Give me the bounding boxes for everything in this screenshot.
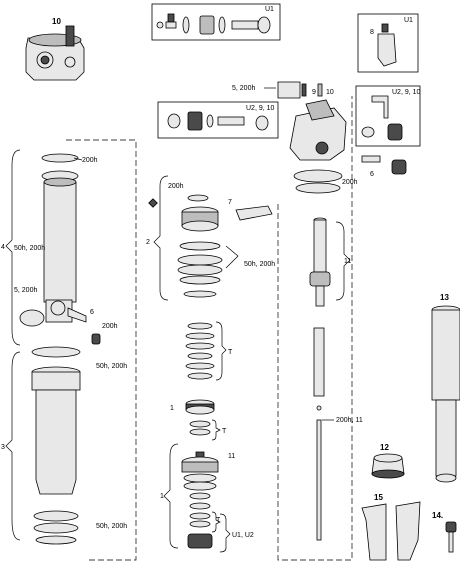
callout-11-shaft: 11 — [344, 258, 351, 265]
callout-u2-mid: U2, 9, 10 — [246, 105, 275, 112]
callout-50h-200h-bottom: 50h, 200h — [96, 523, 127, 530]
top-kit-parts — [156, 13, 271, 35]
callout-50h-200h-damper: 50h, 200h — [244, 261, 275, 268]
callout-200h-damper: 200h — [168, 183, 184, 190]
damper-shaft — [309, 217, 331, 541]
callout-u1-right: U1 — [404, 17, 413, 24]
callout-5-200h-left: 5, 200h — [14, 287, 37, 294]
callout-13: 13 — [440, 293, 449, 302]
dashed-frame-left — [66, 139, 137, 561]
callout-200h-11: 200h, 11 — [336, 417, 363, 424]
bushing-5-top — [277, 81, 301, 99]
part-8 — [377, 23, 397, 67]
part-9 — [301, 83, 307, 97]
callout-1-upper: 1 — [170, 405, 174, 412]
right-kit-parts — [361, 95, 403, 141]
part-12-nut — [371, 453, 405, 479]
part-13-tube — [431, 305, 460, 483]
outer-canister — [31, 346, 81, 545]
callout-u2-right: U2, 9, 10 — [392, 89, 421, 96]
callout-6-left: 6 — [90, 309, 94, 316]
shaft-eyelet — [289, 99, 347, 194]
right-kit-box-u1 — [357, 13, 419, 73]
callout-10-right: 10 — [326, 89, 334, 96]
callout-8: 8 — [370, 29, 374, 36]
mid-kit-box — [157, 101, 279, 139]
callout-3: 3 — [1, 444, 5, 451]
base-valve-stack — [181, 451, 219, 549]
mid-kit-parts — [167, 111, 269, 131]
callout-9: 9 — [312, 89, 316, 96]
piston-head-assembly — [25, 25, 85, 81]
callout-200h-left: 200h — [102, 323, 118, 330]
callout-10: 10 — [52, 17, 61, 26]
damper-stack-2 — [148, 194, 273, 298]
air-sleeve-upper — [19, 153, 101, 345]
callout-11-lower: 11 — [228, 453, 235, 460]
callout-15: 15 — [374, 493, 383, 502]
right-kit-box-u2 — [355, 85, 421, 147]
part-15-tools — [361, 501, 421, 561]
callout-7: 7 — [228, 199, 232, 206]
callout-50h-200h-left: 50h, 200h — [14, 245, 45, 252]
shim-stack-t1 — [185, 322, 215, 380]
callout-4: 4 — [1, 244, 5, 251]
valve-6-right — [361, 155, 407, 175]
callout-2: 2 — [146, 239, 150, 246]
callout-200h-top-left: 200h — [82, 157, 98, 164]
callout-1-lower: 1 — [160, 493, 164, 500]
callout-14: 14. — [432, 511, 443, 520]
callout-200h-eyelet: 200h — [342, 179, 358, 186]
piston-1 — [185, 399, 215, 436]
part-14-valve — [445, 521, 457, 553]
callout-5-200h-top: 5, 200h — [232, 85, 255, 92]
callout-6-right: 6 — [370, 171, 374, 178]
callout-50h-200h-lower: 50h, 200h — [96, 363, 127, 370]
callout-t1: T — [228, 349, 233, 356]
callout-u1-top: U1 — [265, 6, 274, 13]
callout-12: 12 — [380, 443, 389, 452]
callout-u1-u2: U1, U2 — [232, 532, 254, 539]
top-kit-box — [151, 3, 281, 41]
callout-t2: T — [222, 428, 227, 435]
callout-t3: T — [216, 517, 221, 524]
dashed-frame-right — [277, 96, 353, 561]
